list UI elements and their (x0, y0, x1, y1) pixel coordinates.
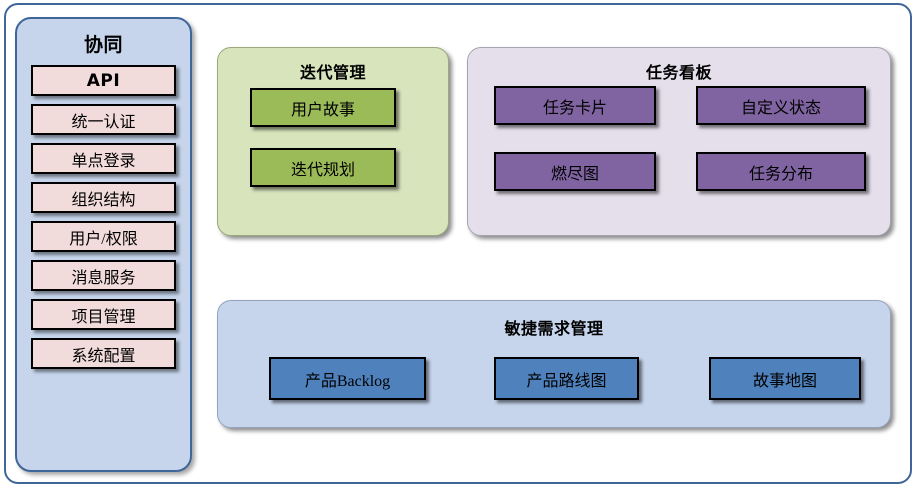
panel-task-board[interactable]: 任务看板 任务卡片 自定义状态 燃尽图 任务分布 (467, 47, 891, 236)
sidebar-item-org-structure[interactable]: 组织结构 (31, 182, 176, 213)
node-burndown-chart[interactable]: 燃尽图 (494, 152, 656, 191)
node-custom-status[interactable]: 自定义状态 (696, 86, 866, 125)
node-task-card[interactable]: 任务卡片 (494, 86, 656, 125)
sidebar-item-api[interactable]: API (31, 65, 176, 96)
sidebar-item-system-config[interactable]: 系统配置 (31, 338, 176, 369)
panel-task-board-title: 任务看板 (645, 63, 712, 82)
sidebar-item-project-management[interactable]: 项目管理 (31, 299, 176, 330)
panel-iteration-management[interactable]: 迭代管理 用户故事 迭代规划 (217, 47, 449, 236)
node-story-map[interactable]: 故事地图 (709, 357, 861, 400)
sidebar-item-unified-auth[interactable]: 统一认证 (31, 104, 176, 135)
outer-frame (4, 3, 912, 484)
panel-agile-requirement-management-title: 敏捷需求管理 (504, 319, 604, 338)
node-task-distribution[interactable]: 任务分布 (696, 152, 866, 191)
node-product-roadmap[interactable]: 产品路线图 (494, 357, 639, 400)
panel-agile-requirement-management[interactable]: 敏捷需求管理 产品Backlog 产品路线图 故事地图 (217, 300, 891, 428)
node-iteration-planning[interactable]: 迭代规划 (250, 148, 396, 187)
node-product-backlog[interactable]: 产品Backlog (269, 357, 426, 400)
sidebar-item-message-service[interactable]: 消息服务 (31, 260, 176, 291)
sidebar-item-single-sign-on[interactable]: 单点登录 (31, 143, 176, 174)
panel-iteration-management-title: 迭代管理 (299, 63, 366, 82)
node-user-story[interactable]: 用户故事 (250, 88, 396, 127)
panel-collaboration-title: 协同 (83, 34, 123, 56)
sidebar-item-user-permission[interactable]: 用户/权限 (31, 221, 176, 252)
collaboration-item-list: API 统一认证 单点登录 组织结构 用户/权限 消息服务 项目管理 系统配置 (17, 65, 190, 369)
panel-collaboration[interactable]: 协同 API 统一认证 单点登录 组织结构 用户/权限 消息服务 项目管理 系统… (15, 17, 192, 472)
